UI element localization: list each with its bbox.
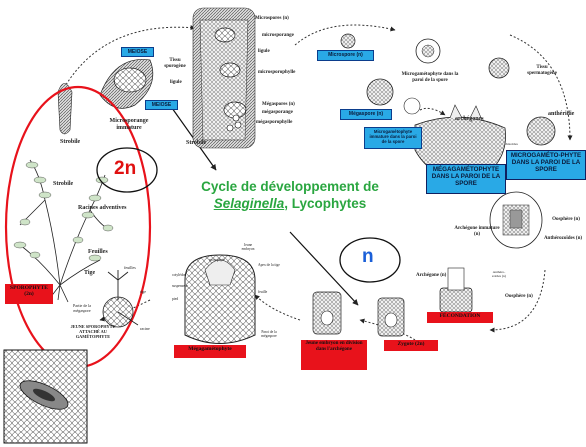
haploid-phase-label: n	[362, 246, 374, 267]
microsporangium-drawing	[99, 59, 154, 109]
label-racine: racine	[140, 326, 150, 331]
spore-drawings	[340, 33, 556, 146]
strobile-left-drawing	[57, 83, 73, 135]
meiose-box-mid: MEIOSE	[145, 100, 178, 110]
label-strobile-left: Strobile	[60, 139, 81, 145]
label-sporophyte-mega: sporophyte	[209, 258, 225, 262]
label-paroi-megaspore: Paroi de la mégaspore	[261, 330, 277, 338]
megaspore-box: Mégaspore (n)	[340, 109, 392, 120]
label-microsporange-immature: Microsporange immature	[109, 118, 149, 131]
megagametophyte-box: Mégagamétophyte	[174, 345, 246, 358]
label-tige-small: tige	[140, 289, 146, 294]
label-apex-tige: Apex de la tige	[258, 263, 280, 267]
title-suffix: , Lycophytes	[284, 196, 367, 211]
haploid-label-oval	[339, 237, 401, 283]
label-tissu-sporogene: Tissu sporogène	[164, 58, 186, 69]
label-antheridie: anthéridie	[548, 111, 575, 117]
label-racines-adventives: Racines adventives	[78, 205, 127, 211]
microgametophyte-paroi-box: MICROGAMÉTO-PHYTE DANS LA PAROI DE LA SP…	[506, 150, 586, 180]
sporophyte-box: SPOROPHYTE (2n)	[5, 284, 53, 304]
label-tissu-spermatogene: Tissu spermatogène	[527, 65, 557, 76]
zygote-box: Zygote (2n)	[384, 340, 438, 351]
fecondation-box: FÉCONDATION	[427, 312, 493, 323]
label-microsporophylle: microsporophylle	[258, 70, 296, 75]
leaf-cross-section-drawing	[3, 349, 88, 444]
label-tige: Tige	[84, 270, 96, 276]
label-antherozoides: Anthérozoïdes (n)	[543, 236, 583, 241]
strobile-section-drawing	[192, 7, 256, 149]
label-cotyledon: cotylédon	[172, 273, 187, 277]
microspore-box: Microspore (n)	[317, 50, 374, 61]
diploid-label-oval	[96, 147, 158, 193]
label-archegones: archégones	[455, 116, 484, 122]
label-microgametophyte-paroi: Microgamétophyte dans la paroi de la spo…	[401, 72, 459, 83]
label-strobile-center: Strobile	[186, 140, 207, 146]
label-pied: pied	[172, 297, 179, 301]
label-microspores: Microspores (n)	[255, 16, 289, 21]
cycle-arrows	[59, 24, 573, 341]
label-feuilles: Feuilles	[88, 249, 108, 255]
label-megaspores: Mégaspores (n)	[262, 102, 295, 107]
title-line2: Selaginella, Lycophytes	[185, 195, 395, 212]
megagametophyte-paroi-box: MÉGAGAMÉTOPHYTE DANS LA PAROI DE LA SPOR…	[426, 164, 506, 194]
megagametophyte-drawing	[184, 254, 256, 344]
label-partie-megaspore: Partie de la mégaspore	[73, 303, 91, 313]
label-oosphere-right: Oosphère (n)	[552, 217, 580, 222]
label-jeune-embryon: Jeune embryon	[241, 243, 255, 251]
title-line1: Cycle de développement de	[201, 179, 379, 194]
archegone-immature-drawing	[489, 191, 543, 249]
jeune-embryon-box: Jeune embryon en division dans l'archégo…	[301, 340, 367, 370]
archegone-drawings	[312, 267, 473, 337]
title-genus: Selaginella	[213, 196, 285, 211]
diploid-phase-label: 2n	[114, 158, 137, 179]
label-microsporange: microsporange	[262, 33, 294, 38]
label-megasporophylle: mégasporophylle	[256, 120, 293, 125]
label-feuille-mega: feuille	[258, 290, 268, 294]
label-archegone-immature: Archégone immature (n)	[454, 226, 500, 237]
label-ligule-top: ligule	[258, 49, 270, 54]
label-oosphere-lower: Oosphère (n)	[505, 294, 533, 299]
label-suspenseur: suspenseur	[172, 284, 188, 288]
microgametophyte-small-box: Microgamétophyte immature dans la paroi …	[364, 127, 422, 149]
young-sporophyte-drawing	[102, 270, 139, 328]
label-rhizoides: rhizoïdes	[505, 142, 518, 146]
label-feuilles-small: feuilles	[124, 265, 136, 270]
label-megasporange: mégasporange	[262, 110, 293, 115]
meiose-box-top: MEIOSE	[121, 47, 154, 57]
label-ligule-left: ligule	[170, 80, 182, 85]
sporophyte-leaves	[13, 161, 114, 262]
label-archegone: Archégone (n)	[416, 273, 447, 278]
label-jeune-sporophyte: JEUNE SPOROPHYTE ATTACHÉ AU GAMÉTOPHYTE	[70, 324, 116, 339]
label-antherozoides-small: Anthéro-zoïdes (n)	[492, 270, 506, 278]
diagram-title: Cycle de développement de Selaginella, L…	[185, 178, 395, 212]
label-strobile-lower: Strobile	[53, 181, 74, 187]
